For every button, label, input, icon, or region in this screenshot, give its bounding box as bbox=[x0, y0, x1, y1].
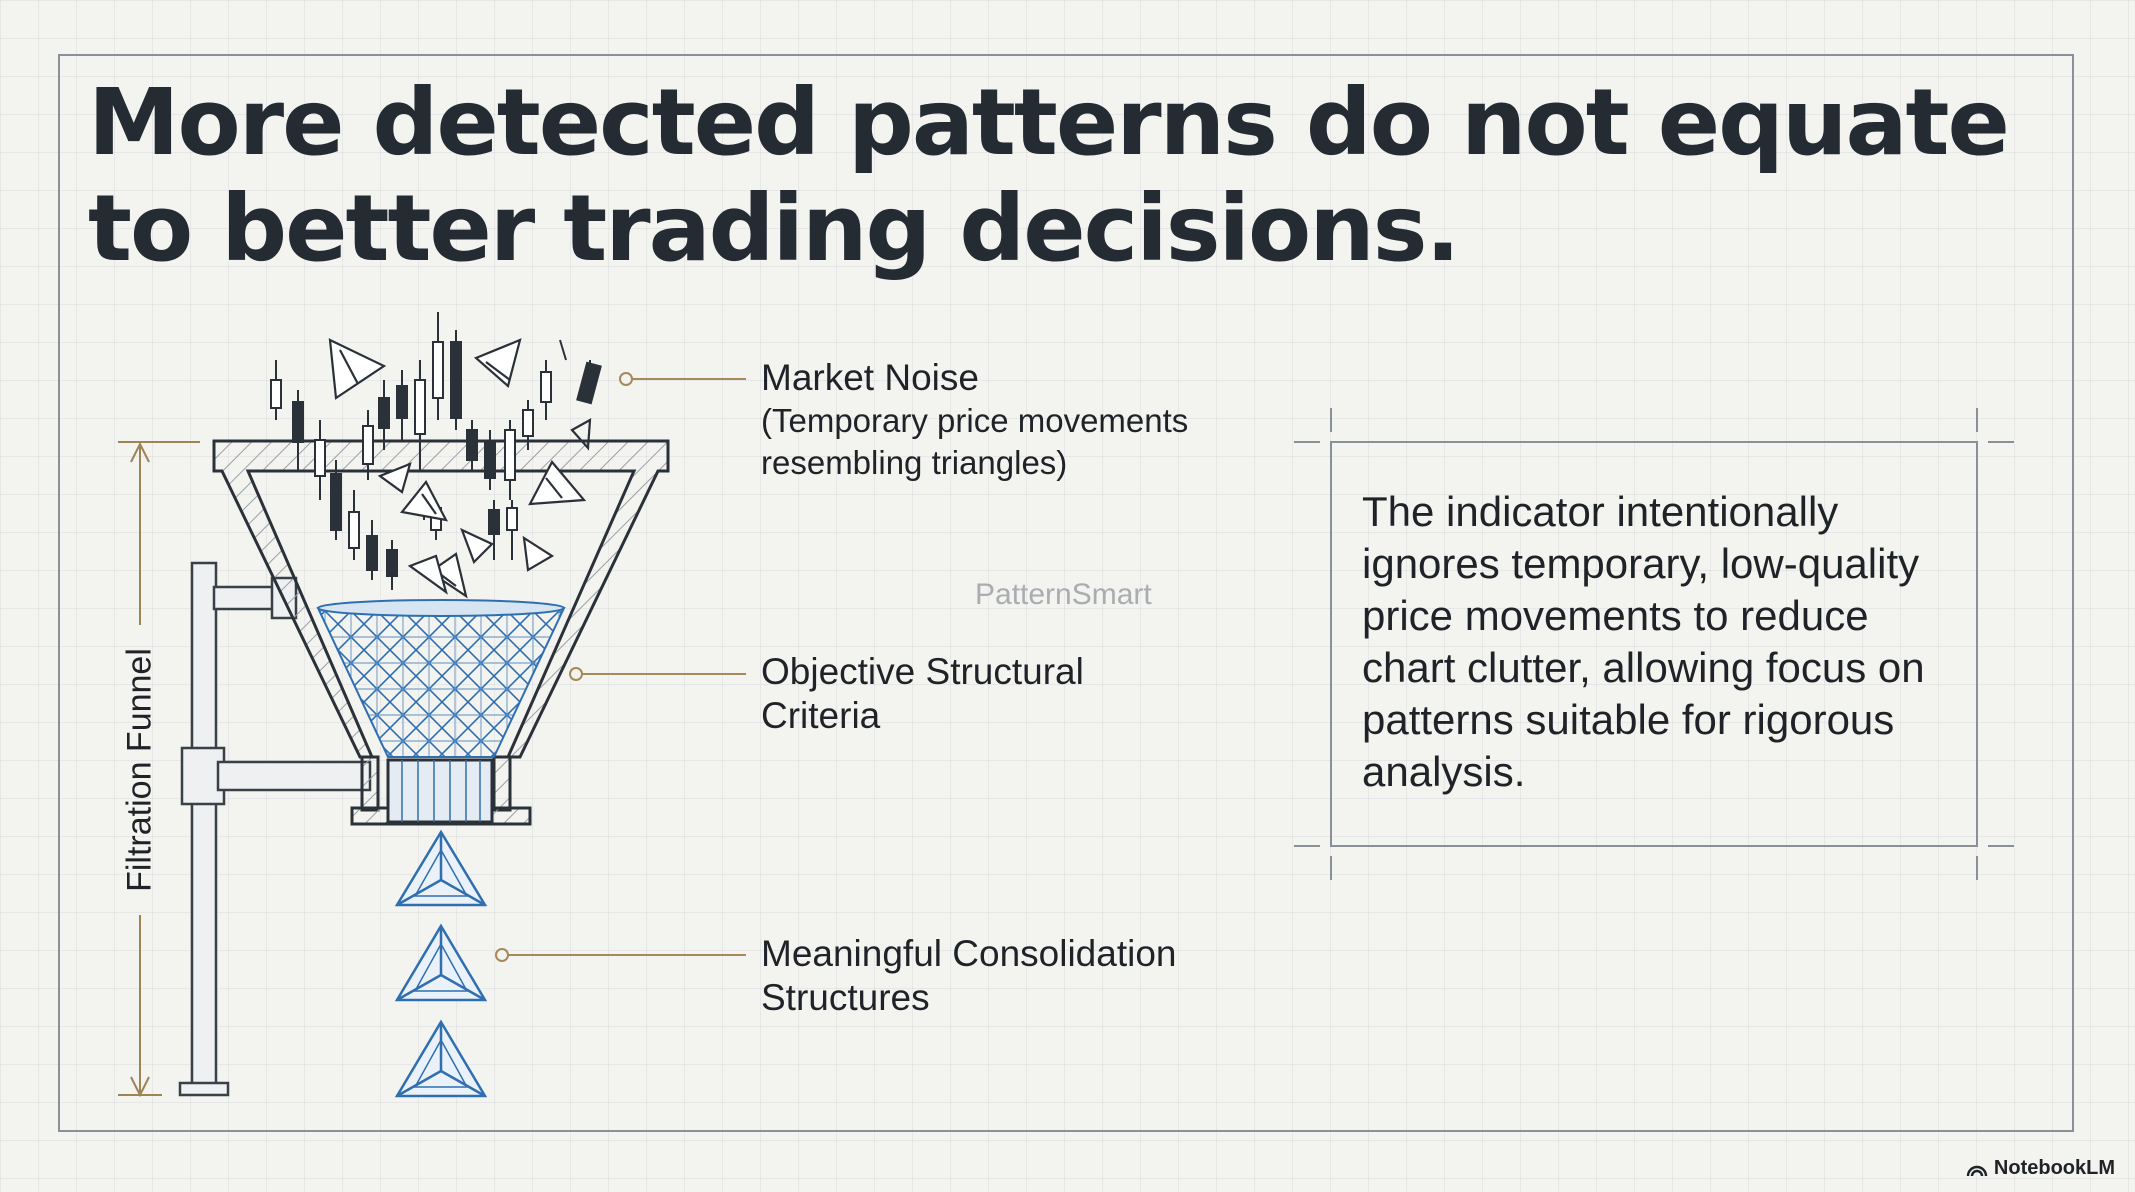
brand-name: NotebookLM bbox=[1993, 1157, 2115, 1179]
funnel-body bbox=[212, 439, 670, 826]
market-noise-description-line-1: (Temporary price movements bbox=[761, 402, 1189, 439]
output-triangle-3 bbox=[394, 1019, 488, 1098]
page-title: More detected patterns do not equate to … bbox=[88, 69, 2010, 282]
market-noise-label: Market Noise (Temporary price movements … bbox=[761, 356, 1188, 484]
output-triangle-1 bbox=[394, 829, 488, 907]
note-box-frame bbox=[1294, 408, 2014, 880]
consolidation-structures-line-1: Meaningful Consolidation bbox=[761, 933, 1177, 974]
filter-mesh bbox=[316, 599, 566, 758]
structural-criteria-label: Objective Structural Criteria bbox=[761, 650, 1084, 738]
height-dimension-line bbox=[118, 441, 200, 1098]
content-frame bbox=[58, 54, 2074, 1132]
leader-lines bbox=[495, 372, 746, 962]
filtration-funnel-label: Filtration Funnel bbox=[120, 648, 159, 892]
structural-criteria-line-1: Objective Structural bbox=[761, 651, 1084, 692]
output-triangle-2 bbox=[394, 923, 488, 1002]
brand-badge: NotebookLM bbox=[1966, 1157, 2115, 1180]
market-noise-title: Market Noise bbox=[761, 357, 979, 398]
note-text: The indicator intentionally ignores temp… bbox=[1362, 488, 1925, 795]
notebooklm-logo-icon bbox=[1966, 1165, 1988, 1176]
consolidation-structures-line-2: Structures bbox=[761, 977, 930, 1018]
output-triangles bbox=[394, 829, 488, 1098]
watermark-text: PatternSmart bbox=[975, 578, 1152, 611]
structural-criteria-line-2: Criteria bbox=[761, 695, 881, 736]
market-noise-description-line-2: resembling triangles) bbox=[761, 444, 1068, 481]
noise-triangles bbox=[328, 338, 592, 599]
consolidation-structures-label: Meaningful Consolidation Structures bbox=[761, 932, 1177, 1020]
